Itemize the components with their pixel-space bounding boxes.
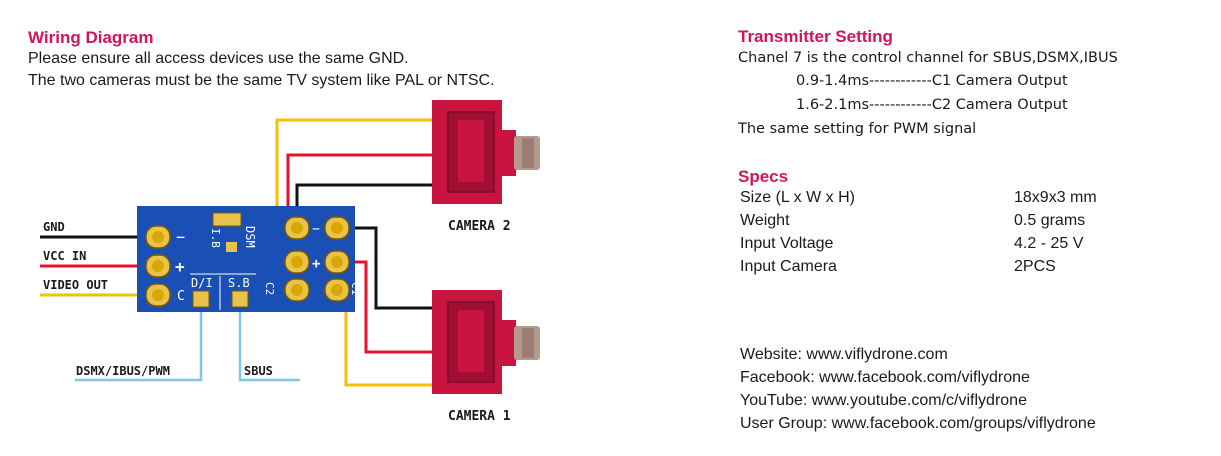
- board-plus-label: +: [175, 257, 185, 276]
- spec-voltage-label: Input Voltage: [740, 235, 834, 252]
- transmitter-line-pwm: The same setting for PWM signal: [738, 121, 977, 137]
- user-group-link[interactable]: User Group: www.facebook.com/groups/vifl…: [740, 415, 1096, 432]
- board-minus-label: −: [176, 228, 185, 246]
- camera-2-icon: [432, 100, 540, 204]
- ib-jumper-pad: [226, 242, 237, 252]
- transmitter-line-channel: Chanel 7 is the control channel for SBUS…: [738, 50, 1118, 66]
- dsm-label: DSM: [243, 226, 257, 248]
- di-pad: [192, 290, 210, 308]
- video-out-label: VIDEO OUT: [43, 278, 108, 292]
- sb-pad: [231, 290, 249, 308]
- youtube-link[interactable]: YouTube: www.youtube.com/c/viflydrone: [740, 392, 1027, 409]
- sbus-label: SBUS: [244, 364, 273, 378]
- spec-size-label: Size (L x W x H): [740, 189, 855, 206]
- camera-1-icon: [432, 290, 540, 394]
- camera1-gnd-wire: [337, 226, 450, 310]
- camera1-pads: [324, 216, 350, 302]
- wiring-note-tv-system: The two cameras must be the same TV syst…: [28, 72, 495, 89]
- c2-plus-label: +: [312, 256, 320, 272]
- vcc-in-label: VCC IN: [43, 249, 86, 263]
- facebook-link[interactable]: Facebook: www.facebook.com/viflydrone: [740, 369, 1030, 386]
- di-label: D/I: [191, 276, 213, 290]
- wiring-diagram-title: Wiring Diagram: [28, 28, 154, 47]
- c2-label: C2: [263, 282, 276, 295]
- camera2-pads: [284, 216, 310, 302]
- camera-1-label: CAMERA 1: [448, 409, 511, 424]
- spec-camera-value: 2PCS: [1014, 258, 1056, 275]
- gnd-label: GND: [43, 220, 65, 234]
- dsmx-signal-wire: [75, 300, 203, 382]
- sb-label: S.B: [228, 276, 250, 290]
- power-pads: [145, 225, 171, 307]
- c2-minus-label: −: [312, 222, 320, 237]
- specs-title: Specs: [738, 167, 789, 186]
- wiring-note-gnd: Please ensure all access devices use the…: [28, 50, 409, 67]
- spec-voltage-value: 4.2 - 25 V: [1014, 235, 1084, 252]
- spec-size-value: 18x9x3 mm: [1014, 189, 1097, 206]
- spec-weight-value: 0.5 grams: [1014, 212, 1086, 229]
- transmitter-line-c1: 0.9-1.4ms------------C1 Camera Output: [796, 73, 1068, 89]
- c1-label: C1: [349, 282, 362, 295]
- camera-2-label: CAMERA 2: [448, 219, 511, 234]
- spec-camera-label: Input Camera: [740, 258, 837, 275]
- dsmx-ibus-pwm-label: DSMX/IBUS/PWM: [76, 364, 170, 378]
- dsm-jumper-pad: [212, 212, 242, 227]
- website-link[interactable]: Website: www.viflydrone.com: [740, 346, 948, 363]
- ib-label: I.B: [209, 228, 222, 248]
- sbus-signal-wire: [238, 300, 300, 382]
- transmitter-setting-title: Transmitter Setting: [738, 27, 893, 46]
- board-c-label: C: [177, 289, 185, 304]
- transmitter-line-c2: 1.6-2.1ms------------C2 Camera Output: [796, 97, 1068, 113]
- spec-weight-label: Weight: [740, 212, 790, 229]
